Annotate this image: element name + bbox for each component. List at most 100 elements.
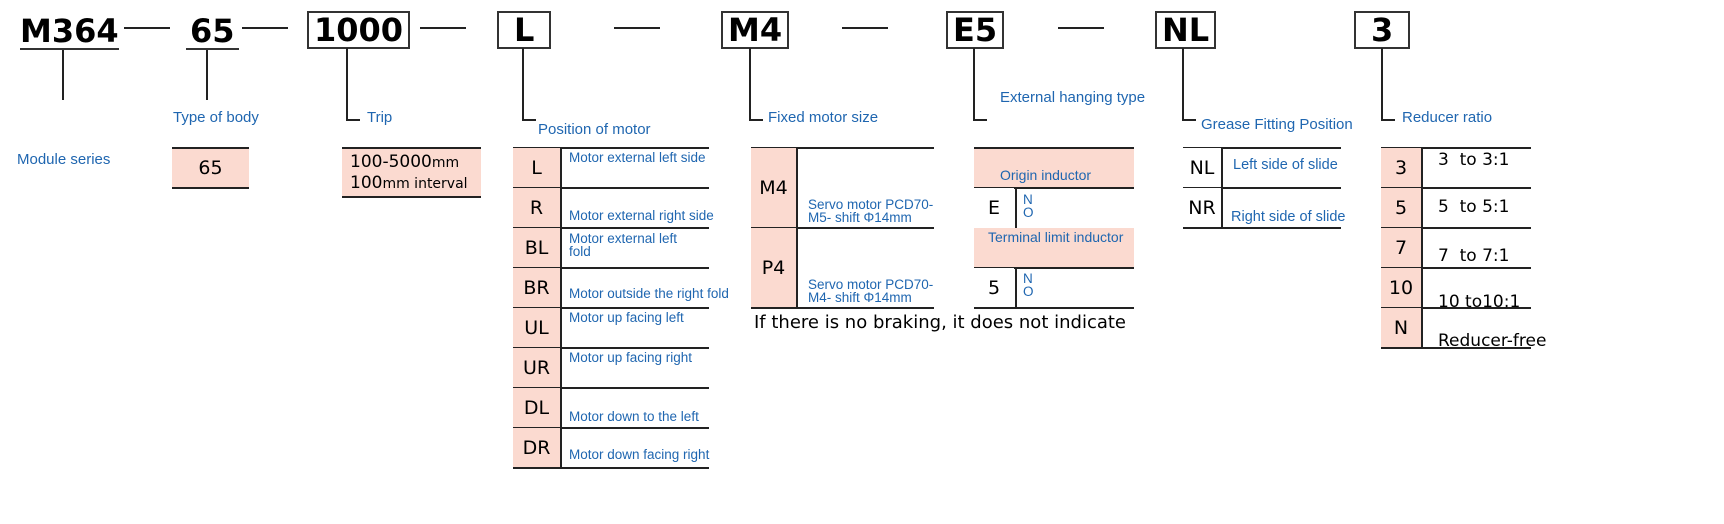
trip-interval-value: 100 — [350, 173, 383, 193]
leader-line-reducer — [1381, 119, 1395, 121]
separator-dash — [614, 27, 660, 29]
table-rule — [751, 147, 934, 149]
table-rule — [513, 427, 709, 429]
separator-dash — [124, 27, 170, 29]
table-rule — [513, 387, 709, 389]
motor-position-desc: Motor external right side — [569, 208, 714, 223]
reducer-code: 3 — [1381, 148, 1421, 188]
motor-position-desc: Motor up facing right — [569, 350, 693, 365]
leader-line-body — [206, 50, 208, 100]
trip-label: Trip — [367, 109, 393, 126]
trip-range-unit: mm — [431, 155, 460, 171]
motor-position-desc: Motor down to the left — [569, 409, 699, 424]
code-grease: NL — [1155, 11, 1217, 49]
motor-position-code: L — [513, 148, 560, 188]
grease-desc: Right side of slide — [1231, 209, 1346, 225]
motor-size-label: Fixed motor size — [768, 109, 879, 126]
terminal-limit-code: 5 — [974, 268, 1014, 308]
motor-position-desc: Motor external left — [569, 231, 678, 246]
trip-value-cell — [342, 148, 481, 196]
table-rule — [1015, 268, 1017, 308]
table-rule — [513, 347, 709, 349]
code-motor-size: M4 — [721, 11, 790, 49]
motor-position-desc: Motor outside the right fold — [569, 286, 729, 301]
motor-size-desc: M4- shift Φ14mm — [808, 290, 912, 305]
table-rule — [1381, 267, 1531, 269]
motor-position-code: R — [513, 188, 560, 227]
motor-position-desc: Motor external left side — [569, 150, 706, 165]
terminal-limit-header-cell — [974, 228, 1134, 268]
table-rule — [172, 147, 249, 149]
table-rule — [974, 267, 1134, 269]
leader-line-trip — [346, 48, 348, 120]
motor-size-desc: M5- shift Φ14mm — [808, 210, 912, 225]
trip-range: 100-5000mm — [350, 152, 459, 172]
reducer-label: Reducer ratio — [1402, 109, 1493, 126]
code-motor-position: L — [497, 11, 552, 49]
table-rule — [513, 147, 709, 149]
grease-code: NL — [1183, 148, 1221, 187]
leader-line-motor-size — [749, 48, 751, 120]
table-rule — [172, 187, 249, 189]
table-rule — [342, 147, 481, 149]
origin-inductor-header-cell — [974, 148, 1134, 187]
leader-line-grease — [1182, 119, 1196, 121]
code-trip: 1000 — [307, 11, 411, 49]
code-reducer: 3 — [1354, 11, 1411, 49]
table-rule — [974, 147, 1134, 149]
terminal-limit-value: O — [1023, 284, 1034, 299]
separator-dash — [420, 27, 466, 29]
separator-dash — [242, 27, 288, 29]
reducer-desc: 3 to 3:1 — [1438, 150, 1510, 170]
leader-line-external — [973, 119, 987, 121]
motor-size-desc: Servo motor PCD70- — [808, 277, 934, 292]
table-rule — [513, 187, 709, 189]
motor-position-label: Position of motor — [538, 121, 651, 138]
motor-size-code: M4 — [751, 148, 796, 228]
motor-size-code: P4 — [751, 228, 796, 307]
table-rule — [751, 227, 934, 229]
table-rule — [751, 307, 934, 309]
table-rule — [1381, 307, 1531, 309]
reducer-code: N — [1381, 308, 1421, 348]
table-rule — [513, 467, 709, 469]
reducer-desc: 5 to 5:1 — [1438, 197, 1510, 217]
separator-dash — [842, 27, 888, 29]
table-rule — [513, 227, 709, 229]
table-rule — [513, 267, 709, 269]
origin-inductor-code: E — [974, 188, 1014, 228]
motor-position-code: UL — [513, 308, 560, 348]
motor-size-desc: Servo motor PCD70- — [808, 197, 934, 212]
leader-line-grease — [1182, 48, 1184, 120]
reducer-code: 10 — [1381, 268, 1421, 308]
leader-line-external — [973, 48, 975, 120]
table-rule — [342, 196, 481, 198]
reducer-code: 5 — [1381, 188, 1421, 228]
table-rule — [1381, 347, 1531, 349]
leader-line-motor-position — [522, 119, 536, 121]
motor-position-code: BR — [513, 268, 560, 307]
code-external: E5 — [946, 11, 1005, 49]
leader-line-motor-position — [522, 48, 524, 120]
table-rule — [1381, 187, 1531, 189]
grease-code: NR — [1183, 188, 1221, 227]
table-rule — [1381, 147, 1531, 149]
table-rule — [1015, 188, 1017, 228]
reducer-desc: 10 to10:1 — [1438, 292, 1521, 312]
grease-desc: Left side of slide — [1233, 157, 1338, 173]
motor-position-code: DL — [513, 388, 560, 427]
table-rule — [1183, 227, 1341, 229]
trip-interval-unit: mm interval — [382, 176, 468, 192]
grease-label: Grease Fitting Position — [1201, 116, 1353, 133]
trip-interval: 100mm interval — [350, 173, 468, 193]
table-rule — [1183, 187, 1341, 189]
trip-range-value: 100-5000 — [350, 152, 432, 172]
body-type-label: Type of body — [173, 109, 259, 126]
motor-position-code: UR — [513, 348, 560, 388]
terminal-limit-header: Terminal limit inductor — [988, 229, 1124, 245]
code-body: 65 — [186, 14, 239, 50]
external-type-label: External hanging type — [1000, 89, 1146, 106]
table-rule — [974, 307, 1134, 309]
separator-dash — [1058, 27, 1104, 29]
origin-inductor-value: O — [1023, 205, 1034, 220]
